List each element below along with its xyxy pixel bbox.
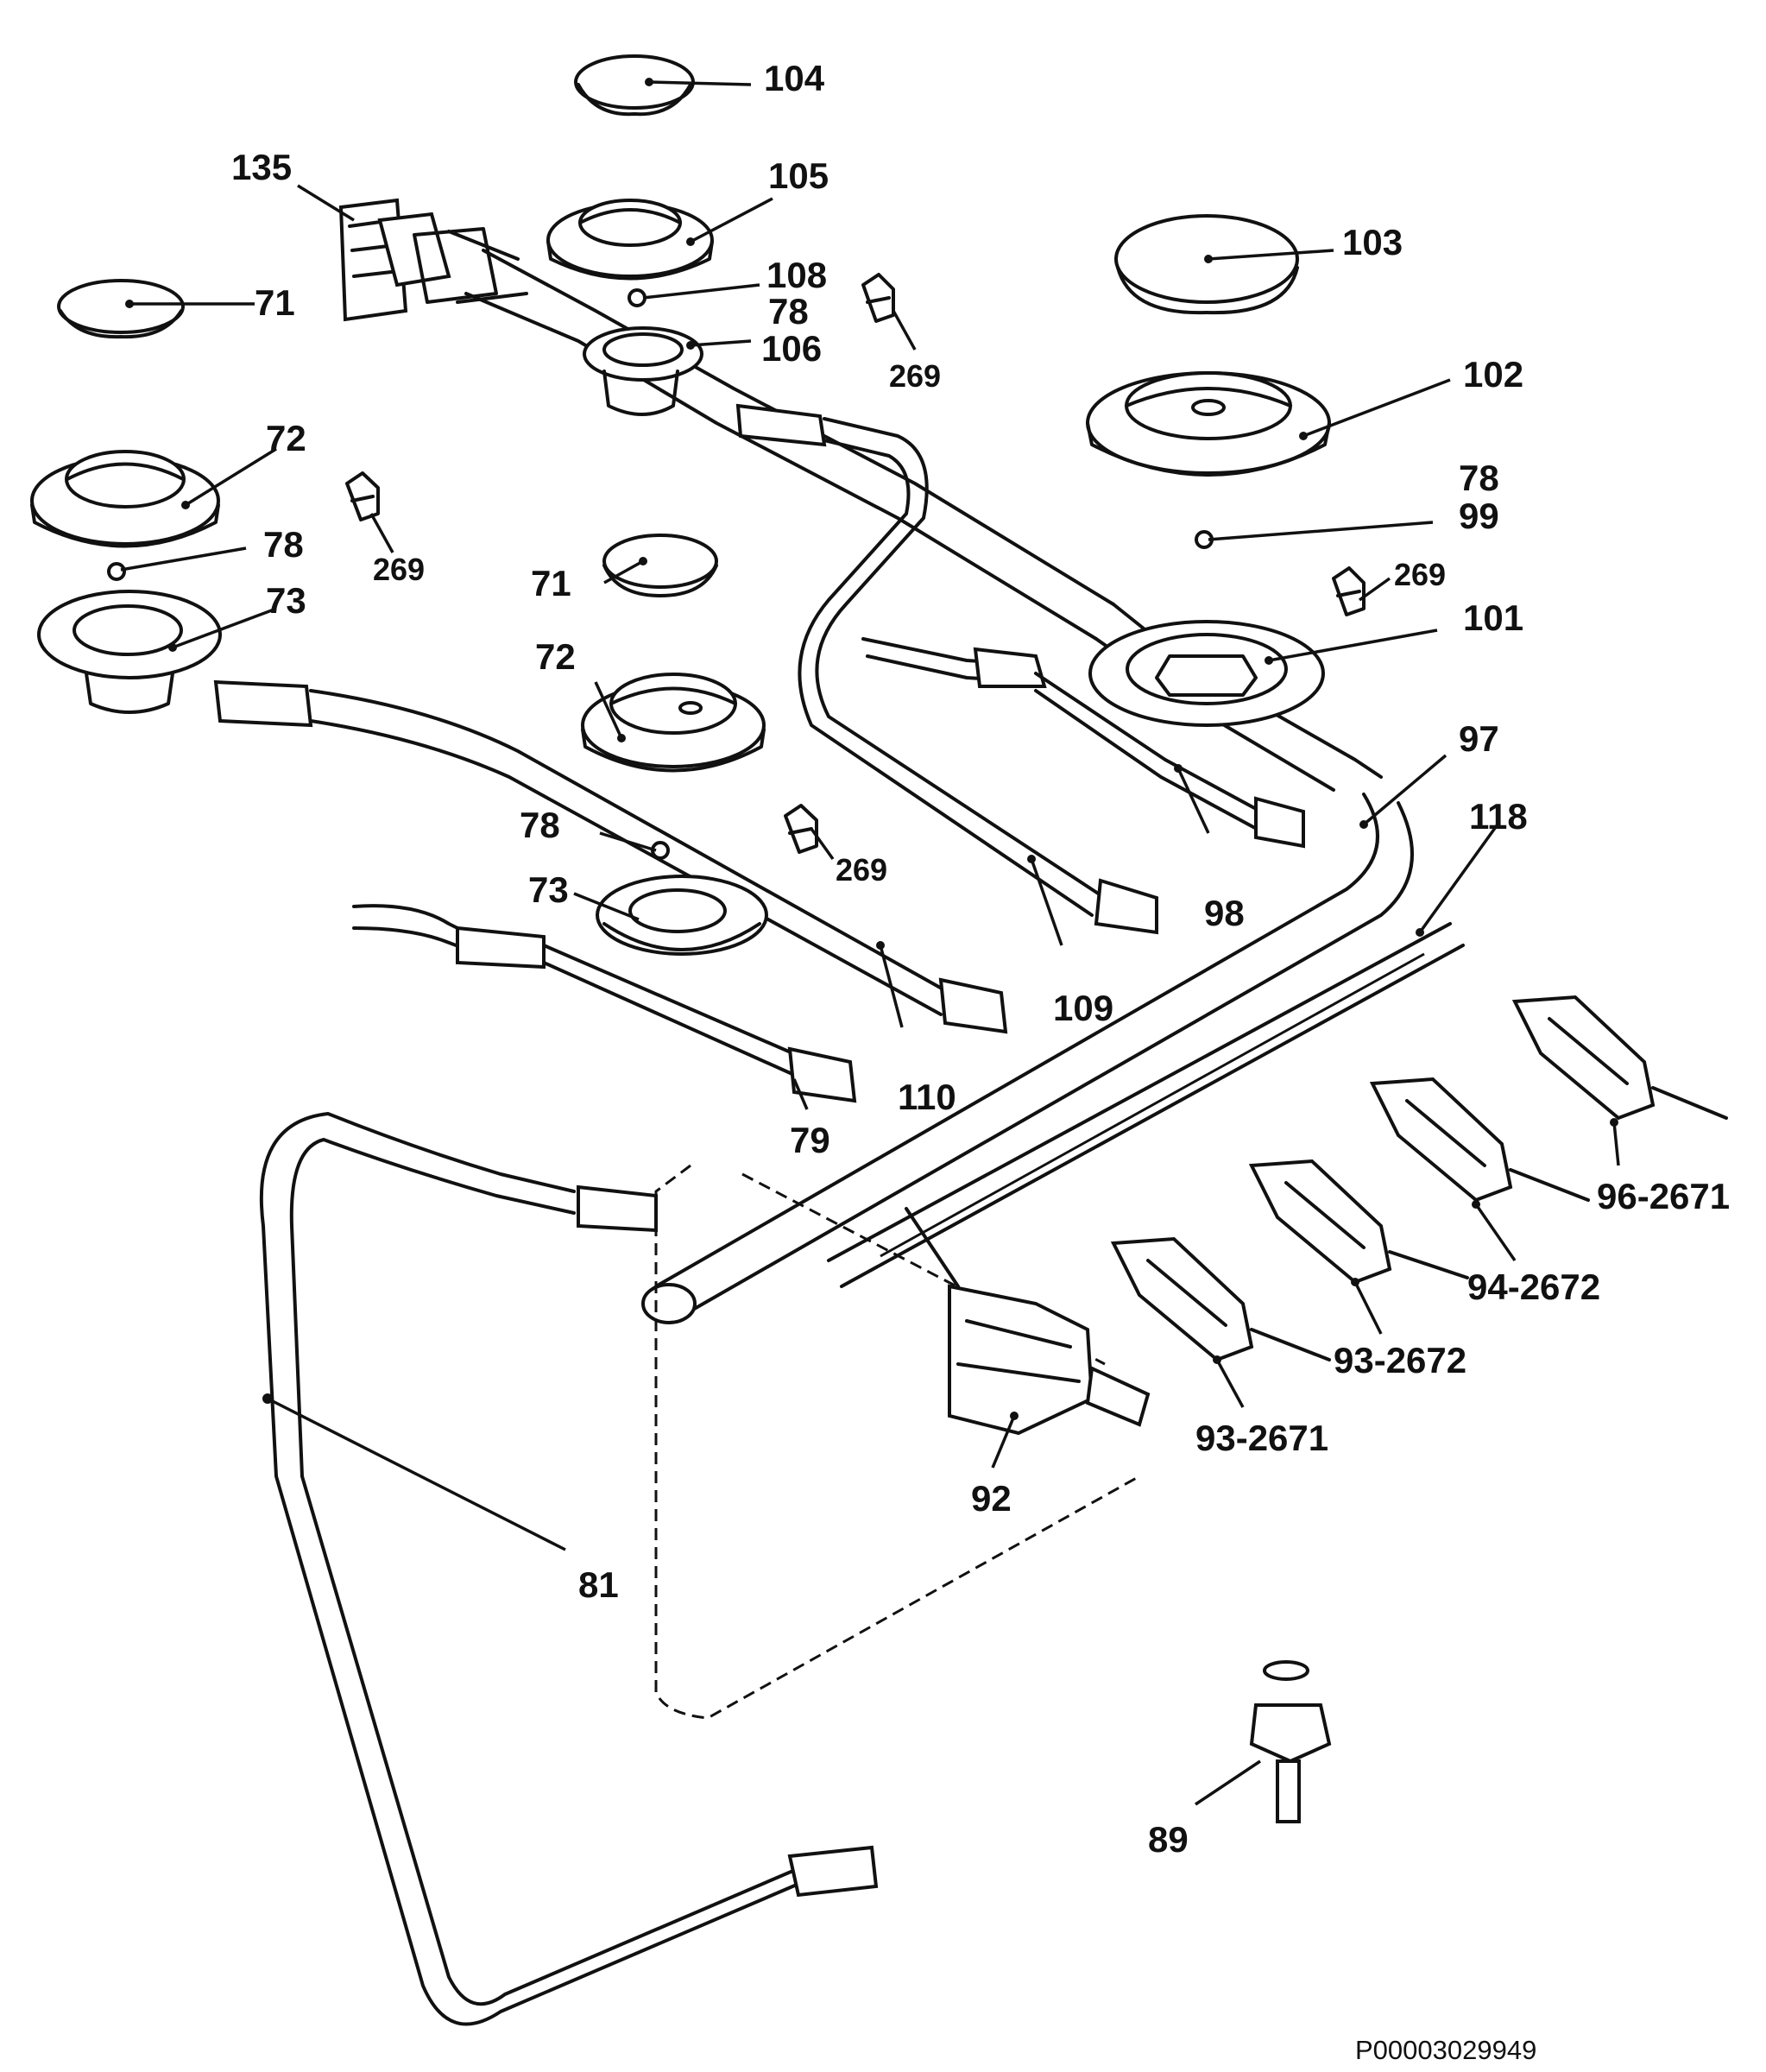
label-81: 81 [578, 1564, 619, 1605]
label-110: 110 [898, 1077, 956, 1117]
part-135-connector-elbow [338, 198, 528, 322]
part-93-2672-gas-tap [1248, 1159, 1469, 1285]
part-72-crown-left [30, 450, 220, 548]
label-71-a: 71 [255, 282, 295, 323]
label-78-c: 78 [263, 524, 304, 565]
part-73-burner-base-left [37, 590, 222, 714]
label-269-a: 269 [889, 358, 941, 394]
label-73-a: 73 [266, 580, 306, 621]
part-71-cap-center [602, 534, 718, 597]
part-92-gas-tap [905, 1207, 1151, 1436]
frame-outline [654, 1164, 1140, 1720]
part-269-clip-a [861, 273, 895, 323]
label-98: 98 [1204, 893, 1245, 933]
label-94-2672: 94-2672 [1467, 1267, 1600, 1307]
label-135: 135 [231, 147, 292, 187]
label-78-d: 78 [520, 805, 560, 845]
label-108: 108 [766, 255, 827, 295]
label-78-a: 78 [768, 291, 809, 332]
part-104-burner-cap [574, 54, 695, 117]
label-92: 92 [971, 1478, 1012, 1519]
label-78-b: 78 [1459, 458, 1499, 498]
label-93-2672: 93-2672 [1334, 1340, 1466, 1380]
label-96-2671: 96-2671 [1597, 1176, 1730, 1216]
part-101-burner-base [1088, 620, 1325, 727]
callout-labels: 104 135 105 103 108 78 106 269 71 102 72… [231, 58, 1730, 2065]
part-81-gas-pipe [259, 1112, 879, 2026]
part-72-crown-center [581, 673, 766, 773]
part-110-gas-pipe [213, 679, 1008, 1034]
label-105: 105 [768, 155, 829, 196]
part-108-screw [628, 288, 646, 307]
label-101: 101 [1463, 597, 1523, 638]
part-269-clip-c [1332, 566, 1365, 616]
part-89-fitting [1249, 1660, 1332, 1823]
label-104: 104 [764, 58, 825, 98]
label-99: 99 [1459, 496, 1499, 536]
part-103-large-cap [1114, 214, 1299, 315]
part-79-gas-pipe [352, 904, 857, 1103]
drawing-code: P00003029949 [1355, 2035, 1536, 2065]
label-73-b: 73 [528, 869, 569, 910]
label-93-2671: 93-2671 [1195, 1418, 1328, 1458]
part-96-2671-gas-tap [1511, 995, 1728, 1121]
label-109: 109 [1053, 988, 1113, 1028]
label-97: 97 [1459, 718, 1499, 759]
label-89: 89 [1148, 1819, 1189, 1860]
part-109-gas-pipe [735, 403, 1158, 935]
label-102: 102 [1463, 354, 1523, 395]
label-72-b: 72 [535, 636, 576, 677]
part-102-large-crown [1086, 371, 1331, 477]
part-118-bracket [827, 922, 1465, 1288]
part-78-screw-left [107, 562, 126, 581]
label-103: 103 [1342, 222, 1403, 262]
label-269-c: 269 [1394, 557, 1446, 592]
part-71-cap-left [57, 279, 185, 339]
part-269-clip-d [784, 804, 818, 854]
part-105-burner-crown [546, 199, 714, 281]
label-269-d: 269 [836, 852, 887, 888]
part-97-manifold-bar [641, 793, 1414, 1324]
part-94-2672-gas-tap [1369, 1077, 1590, 1203]
label-269-b: 269 [373, 552, 425, 587]
part-106-burner-base [583, 326, 703, 416]
label-106: 106 [761, 328, 822, 369]
part-93-2671-gas-tap [1110, 1236, 1331, 1362]
leader-lines [120, 78, 1620, 1806]
label-118: 118 [1469, 796, 1528, 837]
label-79: 79 [790, 1120, 830, 1160]
part-98-gas-pipe [861, 637, 1305, 849]
part-73-burner-base-center [596, 875, 768, 956]
label-71-b: 71 [531, 563, 571, 603]
part-269-clip-b [345, 471, 380, 521]
label-72-a: 72 [266, 418, 306, 458]
